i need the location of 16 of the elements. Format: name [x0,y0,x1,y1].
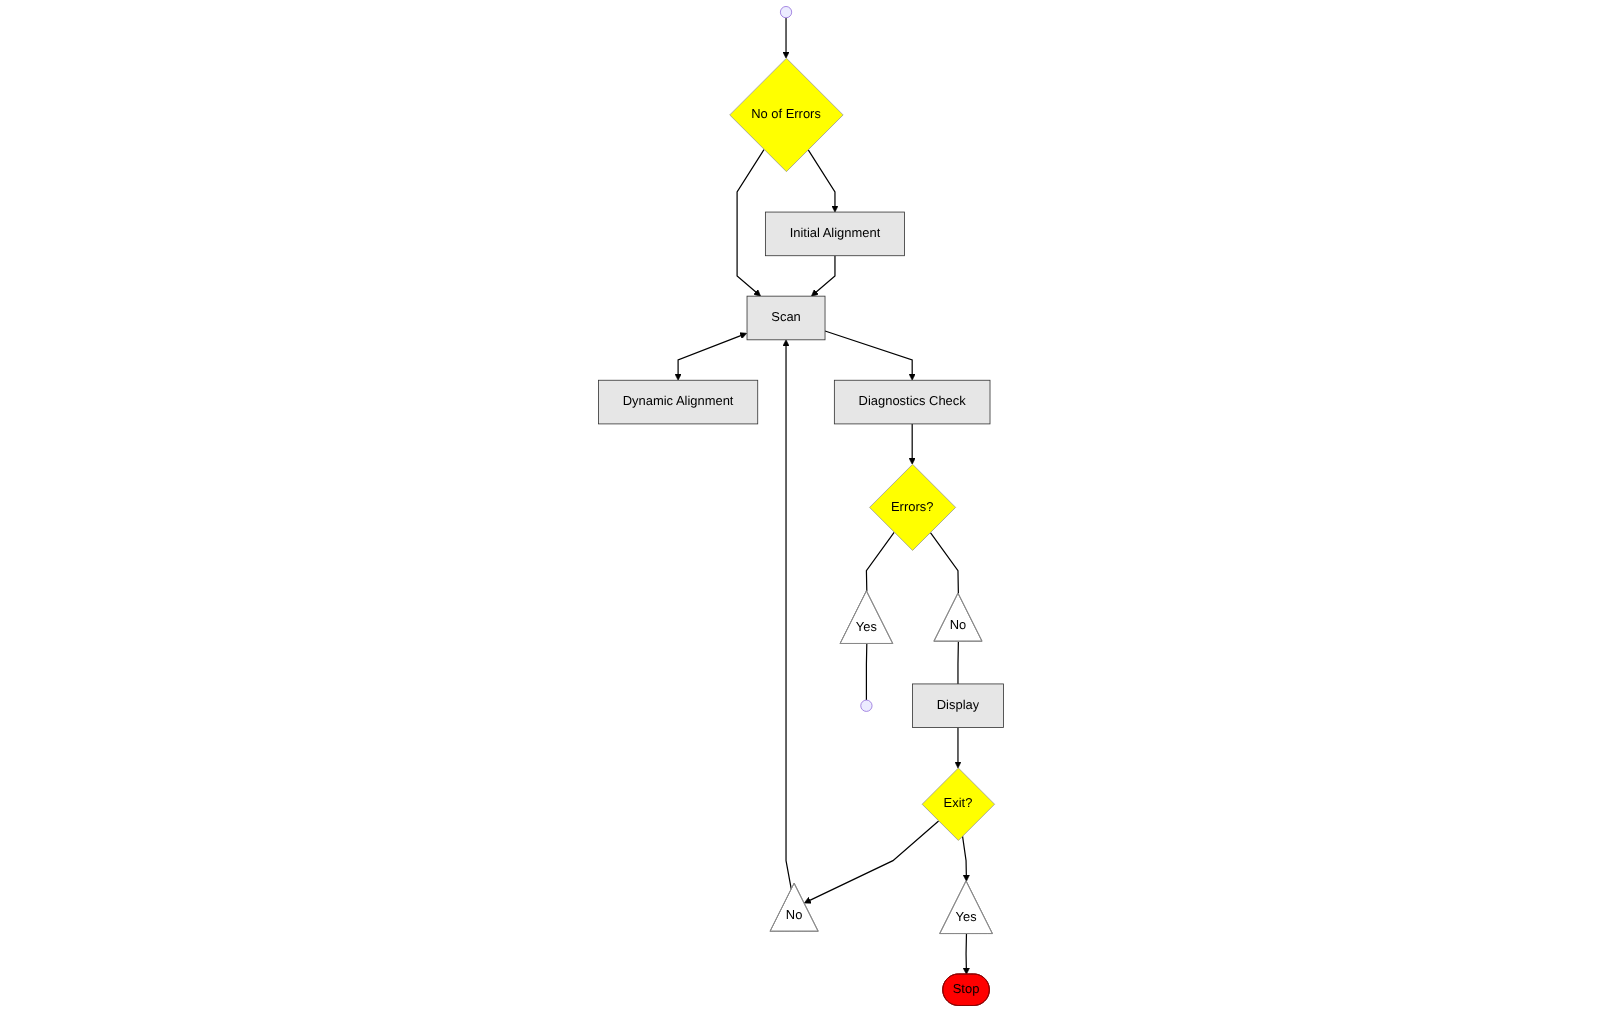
arrow [807,148,839,213]
arrow [782,17,790,59]
arrow [954,727,962,769]
arrow [811,255,836,297]
connector [865,643,868,701]
connector [865,531,895,592]
arrow [962,933,970,975]
arrow [908,423,916,465]
connector [957,641,959,685]
arrow [961,835,970,882]
arrow [824,330,916,381]
arrow [782,339,793,891]
connector [929,531,959,595]
arrow [736,148,765,297]
arrow [803,820,940,904]
arrow [674,332,748,381]
